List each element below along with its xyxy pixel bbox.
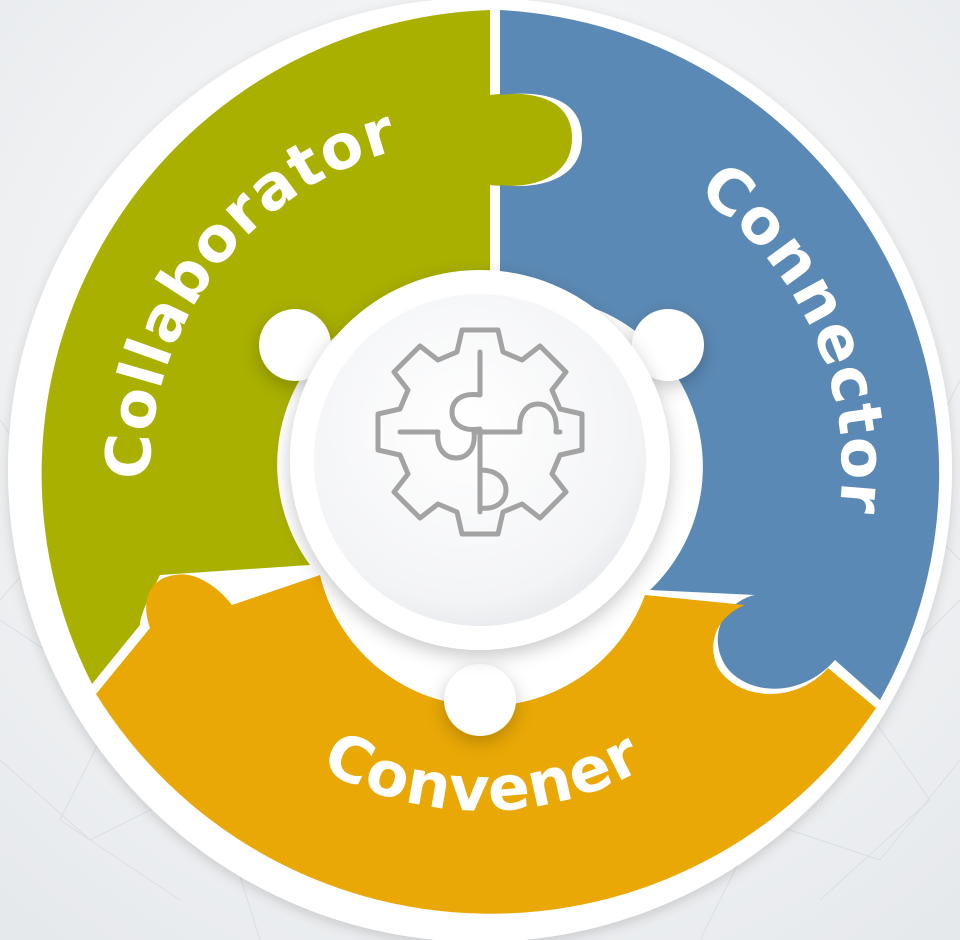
segment-connector	[500, 10, 940, 700]
connector-tabs	[259, 309, 704, 736]
gear-puzzle-icon	[375, 327, 585, 537]
segment-convener	[96, 574, 876, 914]
